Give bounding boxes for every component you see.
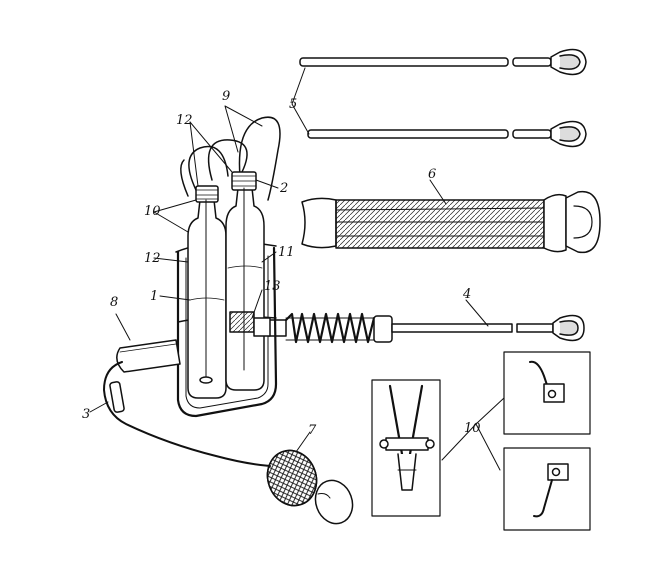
label-2: 2 [279,181,288,196]
label-10-right: 10 [464,421,481,436]
wrapped-rod-6 [301,179,601,254]
label-6: 6 [428,167,436,182]
inset-clamp-detail [371,379,441,517]
label-12-top: 12 [176,113,193,128]
bottle-right [225,171,265,391]
rod-5-upper [299,48,587,76]
rod-5-lower [307,120,587,148]
label-3: 3 [82,407,90,422]
inset-top-right [503,351,591,435]
label-10-left: 10 [144,204,161,219]
spring-rod-4 [267,299,585,344]
label-5: 5 [289,97,297,112]
bottle-left [187,185,227,399]
label-8: 8 [110,295,118,310]
tube-3 [103,361,271,467]
inset-bottom-right [503,447,591,531]
label-11: 11 [278,245,295,260]
label-7: 7 [308,423,317,438]
handle-8 [115,313,181,373]
rubber-bulb-7 [266,431,354,525]
label-13: 13 [264,279,281,294]
connector-13 [229,289,271,337]
label-9: 9 [222,89,230,104]
tubes-9 [180,105,281,201]
label-4: 4 [462,287,471,302]
label-1: 1 [150,289,158,304]
label-12-mid: 12 [144,251,161,266]
